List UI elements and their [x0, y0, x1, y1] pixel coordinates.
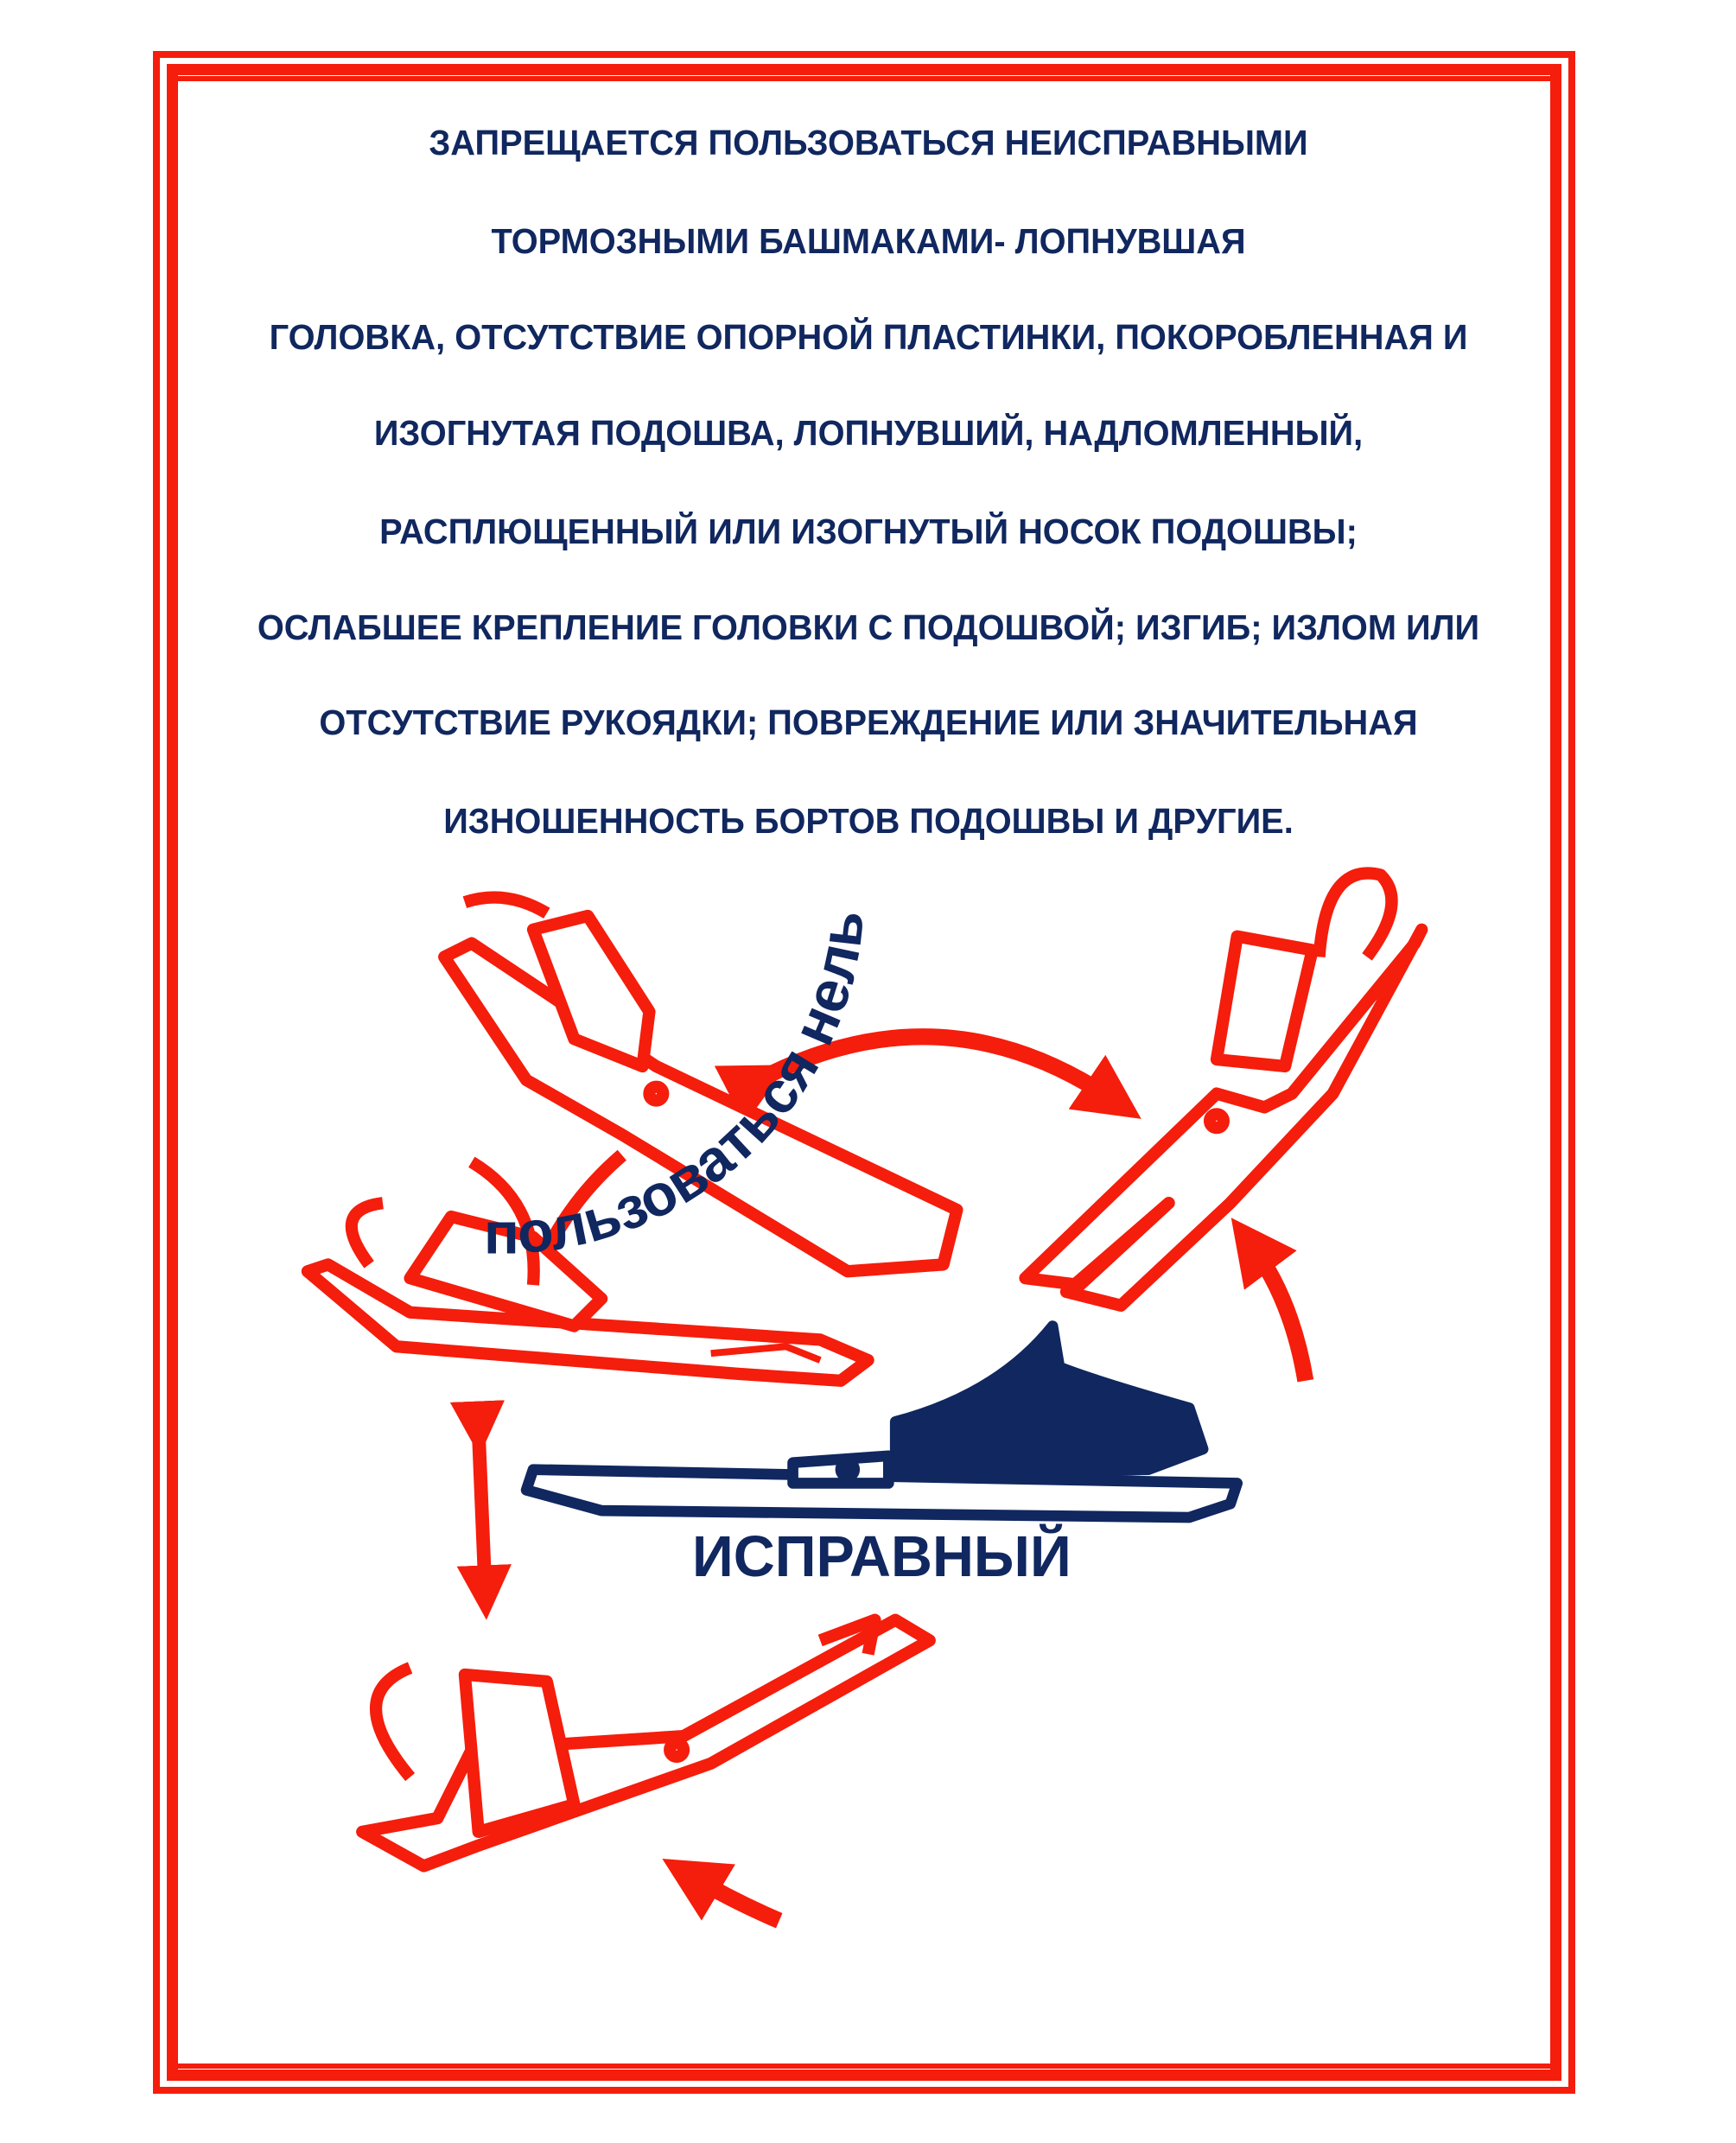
warning-line-8: ИЗНОШЕННОСТЬ БОРТОВ ПОДОШВЫ И ДРУГИЕ.: [443, 801, 1294, 841]
warning-line-5: РАСПЛЮЩЕННЫЙ ИЛИ ИЗОГНУТЫЙ НОСОК ПОДОШВЫ…: [379, 512, 1358, 551]
arrow-bottom-icon: [662, 1858, 783, 1929]
warning-line-2: ТОРМОЗНЫМИ БАШМАКАМИ- ЛОПНУВШАЯ: [491, 221, 1246, 261]
arrow-right-icon: [1230, 1218, 1314, 1383]
double-arrow-top-icon: [714, 1028, 1141, 1124]
dashed-arc-icon: [540, 1149, 626, 1255]
outer-red-border: [153, 51, 1575, 2094]
double-arrow-left-icon: [449, 1400, 512, 1620]
forbidden-label: пользоваться нельзя!: [0, 0, 877, 1266]
warning-line-7: ОТСУТСТВИЕ РУКОЯДКИ; ПОВРЕЖДЕНИЕ ИЛИ ЗНА…: [319, 703, 1418, 742]
forbidden-label-path: пользоваться нельзя!: [0, 0, 877, 1266]
good-label: ИСПРАВНЫЙ: [692, 1523, 1071, 1589]
warning-line-6: ОСЛАБШЕЕ КРЕПЛЕНИЕ ГОЛОВКИ С ПОДОШВОЙ; И…: [257, 607, 1480, 647]
defective-shoe-top-right: [1019, 867, 1428, 1312]
warning-line-1: ЗАПРЕЩАЕТСЯ ПОЛЬЗОВАТЬСЯ НЕИСПРАВНЫМИ: [429, 123, 1308, 162]
defective-shoe-middle-left: [301, 1156, 874, 1387]
inner-red-border: [172, 76, 1556, 2069]
defective-shoe-bottom-left: [356, 1613, 936, 1873]
defective-shoe-top-left: [438, 891, 963, 1278]
warning-line-3: ГОЛОВКА, ОТСУТСТВИЕ ОПОРНОЙ ПЛАСТИНКИ, П…: [269, 317, 1468, 357]
warning-line-4: ИЗОГНУТАЯ ПОДОШВА, ЛОПНУВШИЙ, НАДЛОМЛЕНН…: [373, 413, 1364, 453]
good-shoe: [520, 1320, 1243, 1523]
